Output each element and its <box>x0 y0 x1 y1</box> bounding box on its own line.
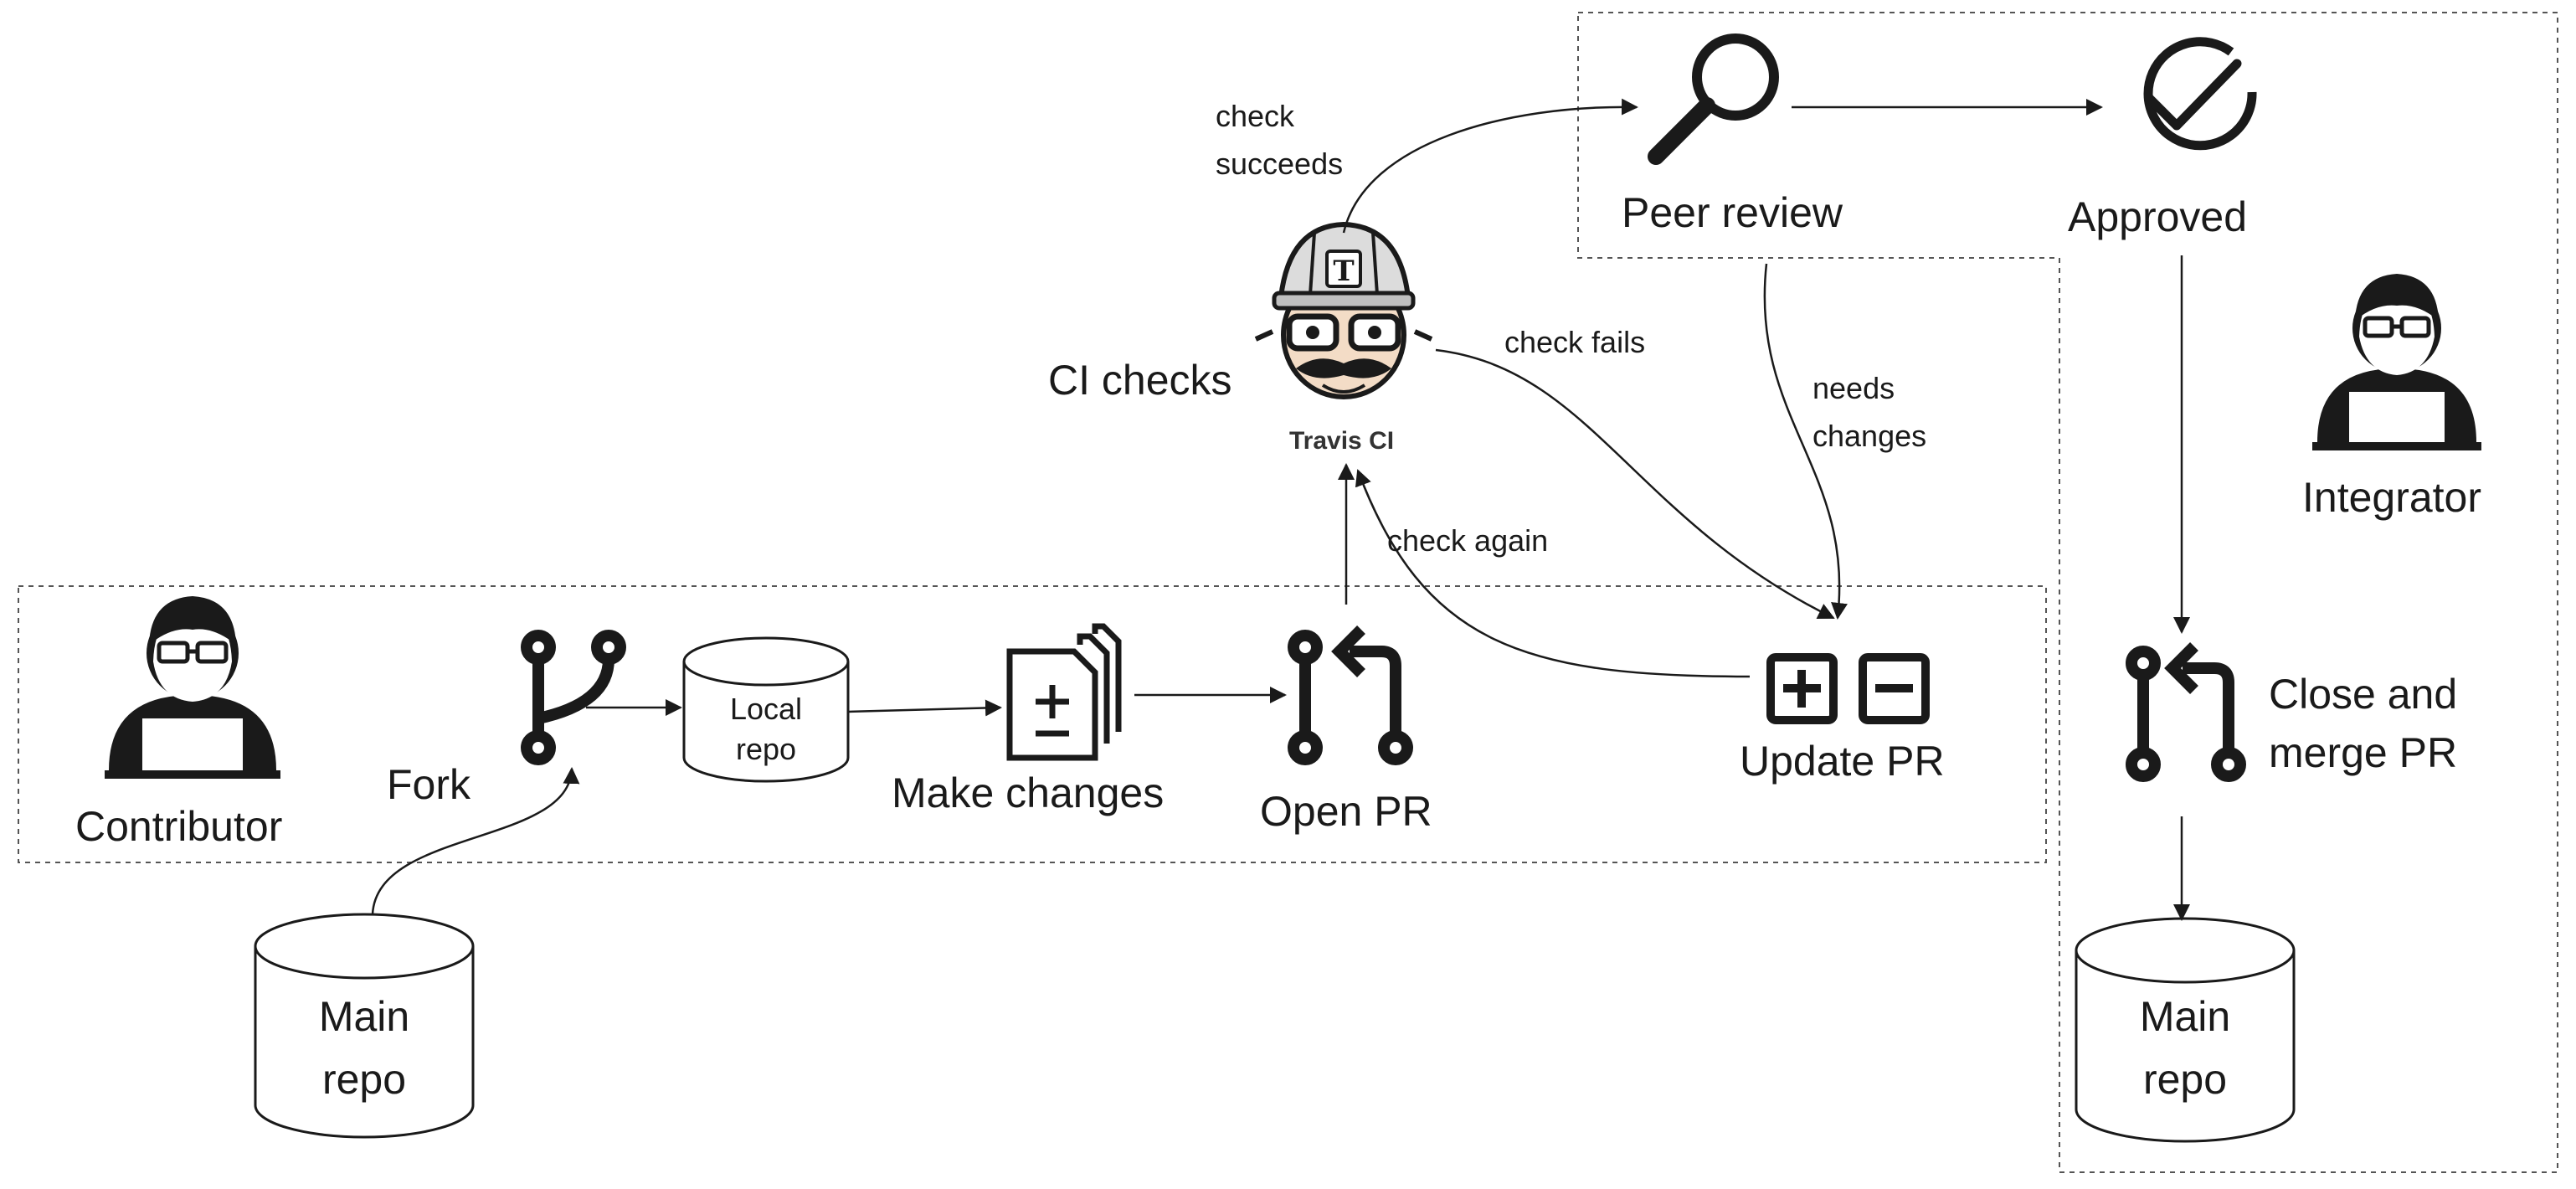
make-changes-doc-icon <box>1006 623 1122 761</box>
approved-check-icon <box>2143 37 2257 151</box>
main-repo-left-label-line1: Main <box>318 993 410 1040</box>
needs-changes-label-line1: needs <box>1812 371 1895 405</box>
contributor-label: Contributor <box>75 803 283 850</box>
ci-checks-label: CI checks <box>1048 357 1232 404</box>
arrow-main-repo-to-fork <box>371 767 580 915</box>
check-fails-label: check fails <box>1504 325 1646 359</box>
arrow-update-pr-check-again <box>1355 469 1751 678</box>
open-pr-label: Open PR <box>1260 788 1432 835</box>
integrator-person-icon <box>2312 274 2481 450</box>
close-merge-label-line1: Close and <box>2269 671 2458 718</box>
main-repo-right-cylinder <box>2075 917 2296 1143</box>
main-repo-left-label-line2: repo <box>321 1056 407 1103</box>
integrator-label: Integrator <box>2302 474 2482 521</box>
close-merge-label-line2: merge PR <box>2269 729 2458 776</box>
travis-ci-label: Travis CI <box>1289 427 1395 455</box>
arrow-ci-fail-to-update-pr <box>1435 348 1835 620</box>
arrow-peer-review-needs-changes <box>1763 263 1848 620</box>
main-repo-left-cylinder <box>254 913 475 1139</box>
check-succeeds-label-line1: check <box>1216 99 1295 133</box>
contributor-group-box <box>18 585 2047 863</box>
fork-label: Fork <box>387 761 470 808</box>
travis-ci-logo-icon: T <box>1254 221 1433 399</box>
main-repo-right-label-line2: repo <box>2142 1056 2228 1103</box>
open-pr-icon <box>1288 625 1413 765</box>
arrow-local-repo-to-make-changes <box>847 699 1002 717</box>
magnifier-icon <box>1648 33 1779 165</box>
fork-icon <box>521 630 626 765</box>
local-repo-label-line2: repo <box>735 732 797 766</box>
check-succeeds-label-line2: succeeds <box>1216 147 1344 181</box>
merge-pr-icon <box>2126 642 2246 782</box>
travis-hat-letter: T <box>1333 255 1354 288</box>
contributor-person-icon <box>105 596 280 779</box>
needs-changes-label-line2: changes <box>1812 419 1927 453</box>
local-repo-label-line1: Local <box>729 692 803 726</box>
make-changes-label: Make changes <box>892 770 1165 816</box>
update-pr-label: Update PR <box>1740 738 1945 785</box>
update-pr-icon <box>1766 653 1930 724</box>
peer-review-label: Peer review <box>1622 189 1843 236</box>
review-group-box <box>1577 12 2558 1173</box>
arrow-ci-to-peer-review <box>1342 98 1638 234</box>
local-repo-cylinder <box>682 636 850 783</box>
check-again-label: check again <box>1387 523 1549 558</box>
main-repo-right-label-line1: Main <box>2139 993 2231 1040</box>
approved-label: Approved <box>2068 193 2248 240</box>
